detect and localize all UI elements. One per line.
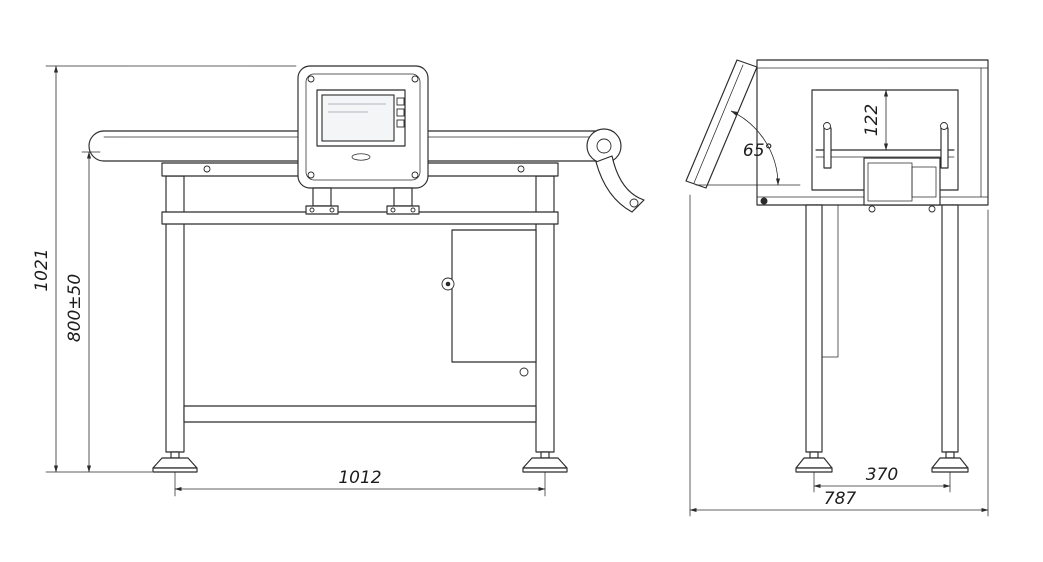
side-left-leg bbox=[805, 204, 823, 453]
dim-panel-angle-label: 65° bbox=[743, 141, 773, 161]
front-mounting-plate bbox=[161, 211, 559, 225]
panel-pivot-icon bbox=[760, 197, 768, 205]
drive-bracket bbox=[595, 155, 645, 213]
dim-aperture-height-label: 122 bbox=[862, 104, 882, 136]
cabinet-door bbox=[441, 229, 537, 377]
mount-screw-icon bbox=[390, 207, 396, 213]
belt-guide-post bbox=[823, 127, 832, 169]
front-detector-head bbox=[297, 65, 429, 215]
extension-line bbox=[689, 194, 989, 517]
mount-foot-plate bbox=[305, 205, 339, 215]
panel-button[interactable] bbox=[396, 97, 405, 106]
corner-screw-icon bbox=[411, 75, 419, 83]
side-dimensions: 65° 122 370 787 bbox=[689, 89, 989, 517]
gearbox-inner bbox=[911, 166, 937, 198]
foot-pad bbox=[795, 457, 833, 469]
guide-post-cap bbox=[823, 122, 831, 130]
drum-hub bbox=[596, 138, 612, 154]
front-view: 1021 800±50 1012 bbox=[32, 65, 645, 497]
foot-pad bbox=[152, 457, 198, 469]
mount-foot-plate bbox=[386, 205, 420, 215]
cabinet-depth-line bbox=[821, 204, 839, 358]
front-dimensions: 1021 800±50 1012 bbox=[32, 65, 546, 497]
side-conveyor bbox=[815, 122, 955, 213]
rail-bolt-icon bbox=[517, 165, 525, 173]
tilted-panel bbox=[685, 59, 768, 205]
front-frame bbox=[161, 162, 559, 453]
dim-overall-depth-label: 787 bbox=[824, 489, 857, 509]
bracket-bolt-icon bbox=[629, 198, 639, 208]
panel-inner-line bbox=[693, 64, 744, 184]
corner-screw-icon bbox=[411, 171, 419, 179]
motor-foot-icon bbox=[928, 205, 936, 213]
belt-guide-post bbox=[940, 127, 949, 169]
foot-stem bbox=[809, 451, 819, 459]
door-panel bbox=[451, 229, 537, 363]
side-frame bbox=[805, 204, 959, 453]
motor-foot-icon bbox=[868, 205, 876, 213]
corner-screw-icon bbox=[307, 171, 315, 179]
mount-screw-icon bbox=[410, 207, 416, 213]
side-feet bbox=[795, 451, 969, 473]
dim-overall-height-label: 1021 bbox=[32, 248, 52, 291]
mount-bracket bbox=[312, 187, 332, 207]
foot-base bbox=[522, 467, 568, 473]
foot-base bbox=[795, 467, 833, 473]
panel-button[interactable] bbox=[396, 119, 405, 128]
drain-screw-icon bbox=[519, 367, 529, 377]
belt-nose bbox=[88, 130, 105, 162]
extension-line bbox=[174, 471, 546, 497]
head-inner-border bbox=[305, 73, 421, 181]
foot-base bbox=[152, 467, 198, 473]
dim-belt-height-label: 800±50 bbox=[65, 274, 85, 342]
motor-block bbox=[863, 157, 941, 206]
dim-arc-panel-angle bbox=[730, 110, 781, 186]
dim-side-foot-span-label: 370 bbox=[866, 465, 898, 485]
mount-screw-icon bbox=[329, 207, 335, 213]
brand-logo-icon bbox=[351, 153, 371, 161]
corner-screw-icon bbox=[307, 75, 315, 83]
rail-bolt-icon bbox=[203, 165, 211, 173]
screen-content-lines bbox=[328, 103, 386, 113]
foot-stem bbox=[945, 451, 955, 459]
foot-base bbox=[931, 467, 969, 473]
guide-post-cap bbox=[940, 122, 948, 130]
panel-face bbox=[685, 59, 758, 189]
touch-screen[interactable] bbox=[321, 94, 395, 142]
front-lower-rail bbox=[183, 405, 537, 423]
mount-bracket bbox=[393, 187, 413, 207]
side-view: 65° 122 370 787 bbox=[685, 59, 989, 517]
panel-button[interactable] bbox=[396, 108, 405, 117]
extension-line bbox=[813, 471, 951, 493]
foot-stem bbox=[170, 451, 180, 459]
dim-foot-span-label: 1012 bbox=[338, 468, 381, 488]
mount-screw-icon bbox=[309, 207, 315, 213]
foot-pad bbox=[931, 457, 969, 469]
door-knob-center bbox=[445, 281, 451, 287]
foot-stem bbox=[540, 451, 550, 459]
side-right-leg bbox=[941, 204, 959, 453]
foot-pad bbox=[522, 457, 568, 469]
